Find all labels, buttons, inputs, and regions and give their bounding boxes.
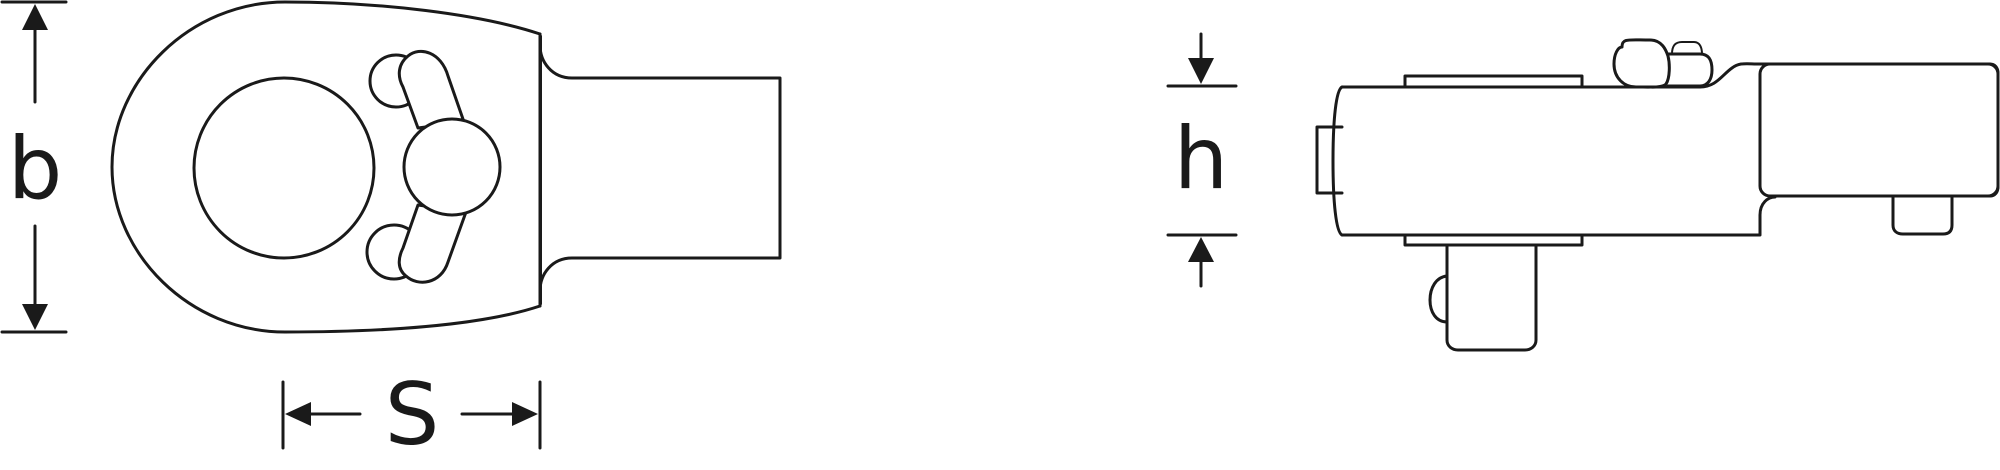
side-view: h bbox=[1166, 32, 2000, 352]
dimension-label-b: b bbox=[8, 119, 63, 219]
lever-side bbox=[1612, 38, 1671, 89]
reversing-lever bbox=[365, 50, 502, 284]
top-view: b S bbox=[0, 0, 782, 465]
drive-square-bottom bbox=[1445, 244, 1538, 352]
dimension-label-s: S bbox=[385, 365, 440, 465]
lever-pin-top bbox=[1671, 41, 1703, 55]
top-plate bbox=[1403, 74, 1584, 89]
central-bore bbox=[192, 76, 376, 260]
dimension-s: S bbox=[281, 365, 542, 465]
tang-bottom-tab bbox=[1891, 195, 1954, 236]
arrow-up-icon bbox=[22, 4, 48, 30]
left-cap bbox=[1315, 125, 1344, 195]
dimension-label-h: h bbox=[1174, 109, 1229, 209]
arrow-right-icon bbox=[512, 402, 538, 426]
lever-hub bbox=[402, 117, 502, 217]
head-outline bbox=[110, 0, 542, 334]
detent-ball bbox=[1428, 274, 1449, 324]
dimension-b: b bbox=[0, 0, 68, 334]
tang-side-face bbox=[1758, 62, 2000, 198]
arrow-left-icon bbox=[285, 402, 311, 426]
dimension-h: h bbox=[1166, 32, 1238, 288]
square-tang bbox=[538, 32, 782, 308]
bottom-plate bbox=[1403, 233, 1584, 247]
lever-bottom-arm bbox=[397, 203, 468, 284]
arrow-up-icon bbox=[1188, 237, 1214, 262]
tang-side bbox=[1698, 62, 2000, 198]
lever-pin bbox=[1666, 52, 1714, 88]
arrow-down-icon bbox=[1188, 58, 1214, 84]
lever-top-arm bbox=[397, 50, 466, 130]
arrow-down-icon bbox=[22, 304, 48, 330]
main-body bbox=[1331, 85, 1777, 237]
